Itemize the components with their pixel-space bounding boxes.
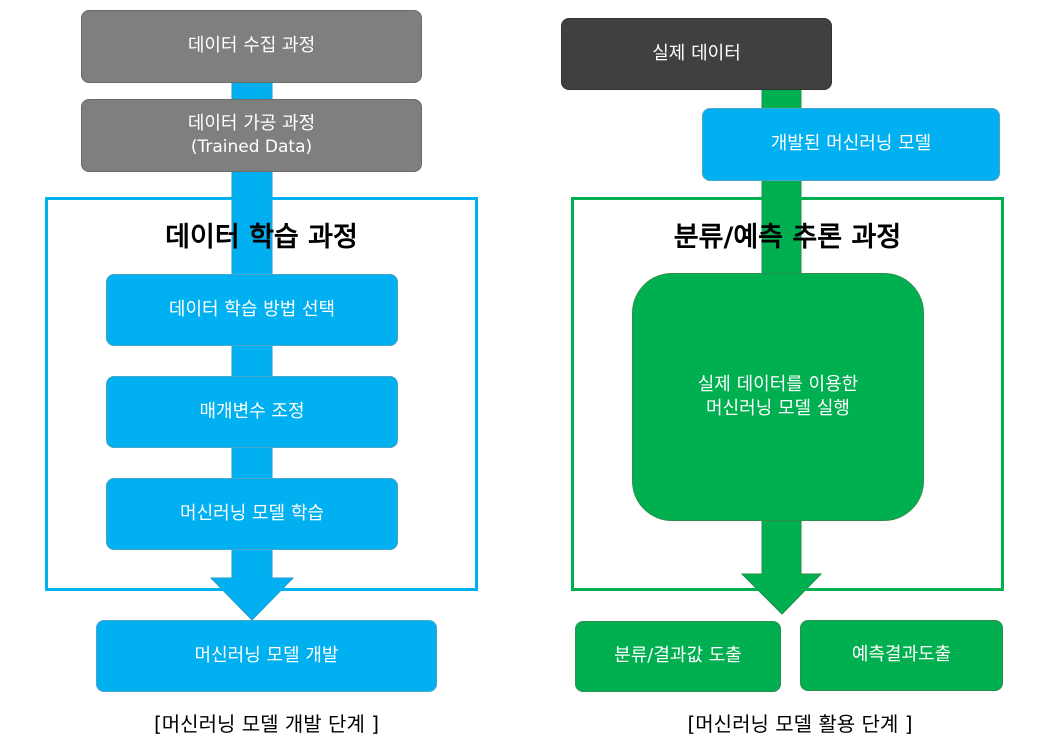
inference-frame xyxy=(571,197,1004,591)
left-caption: [머신러닝 모델 개발 단계 ] xyxy=(153,712,380,736)
developed-model-box: 개발된 머신러닝 모델 xyxy=(702,108,1000,181)
model-development-label: 머신러닝 모델 개발 xyxy=(194,644,339,666)
training-method-label: 데이터 학습 방법 선택 xyxy=(168,298,336,320)
model-execution-label-2: 머신러닝 모델 실행 xyxy=(706,398,850,419)
training-method-box: 데이터 학습 방법 선택 xyxy=(106,274,398,346)
data-processing-box: 데이터 가공 과정 (Trained Data) xyxy=(81,99,422,172)
data-processing-sublabel: (Trained Data) xyxy=(190,137,313,158)
classification-result-label: 분류/결과값 도출 xyxy=(614,645,742,667)
classification-result-box: 분류/결과값 도출 xyxy=(575,621,781,692)
inference-title: 분류/예측 추론 과정 xyxy=(673,222,902,253)
model-training-label: 머신러닝 모델 학습 xyxy=(180,502,324,524)
data-training-title: 데이터 학습 과정 xyxy=(165,222,358,253)
data-training-frame xyxy=(45,197,478,591)
right-caption: [머신러닝 모델 활용 단계 ] xyxy=(687,712,913,736)
real-data-box: 실제 데이터 xyxy=(561,18,832,90)
model-development-box: 머신러닝 모델 개발 xyxy=(96,620,437,692)
data-processing-label: 데이터 가공 과정 xyxy=(187,112,316,134)
real-data-label: 실제 데이터 xyxy=(652,42,741,64)
prediction-result-box: 예측결과도출 xyxy=(800,620,1003,691)
parameter-tuning-label: 매개변수 조정 xyxy=(199,400,305,422)
data-collection-box: 데이터 수집 과정 xyxy=(81,10,422,83)
parameter-tuning-box: 매개변수 조정 xyxy=(106,376,398,448)
model-execution-label-1: 실제 데이터를 이용한 xyxy=(697,373,859,395)
developed-model-label: 개발된 머신러닝 모델 xyxy=(770,133,932,155)
model-execution-box: 실제 데이터를 이용한 머신러닝 모델 실행 xyxy=(632,273,924,521)
prediction-result-label: 예측결과도출 xyxy=(851,644,952,666)
data-collection-label: 데이터 수집 과정 xyxy=(187,35,316,57)
model-training-box: 머신러닝 모델 학습 xyxy=(106,478,398,550)
